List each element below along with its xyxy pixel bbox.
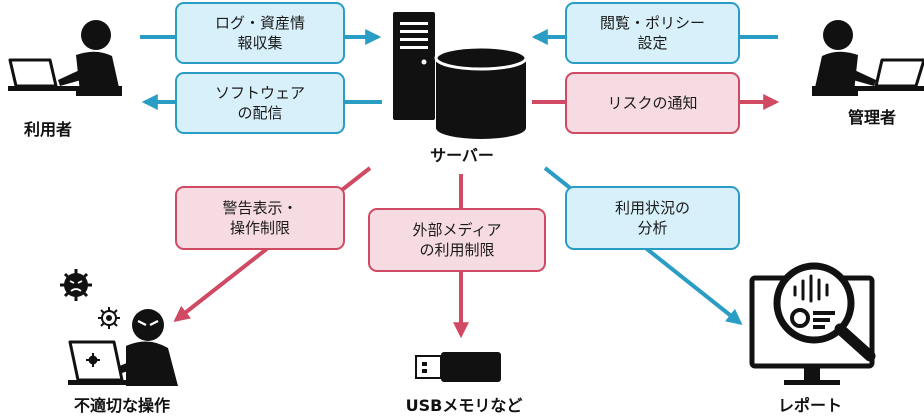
usb-stick-icon xyxy=(415,352,501,382)
bad-op-label: 不適切な操作 xyxy=(73,396,170,415)
analyze-box: 利用状況の 分析 xyxy=(565,186,740,250)
report-magnifier-icon xyxy=(749,262,876,385)
deliver-box: ソフトウェア の配信 xyxy=(175,72,345,134)
media-box: 外部メディア の利用制限 xyxy=(368,208,546,272)
hacker-icon xyxy=(68,309,178,386)
view-policy-box: 閲覧・ポリシー 設定 xyxy=(565,2,740,64)
report-label: レポート xyxy=(777,396,842,415)
warn-box: 警告表示・ 操作制限 xyxy=(175,186,345,250)
bug-icon xyxy=(98,307,120,329)
virus-icon xyxy=(60,269,92,301)
usb-label: USBメモリなど xyxy=(405,396,523,415)
user-at-laptop-icon xyxy=(8,20,122,96)
collect-box: ログ・資産情 報収集 xyxy=(175,2,345,64)
server-label: サーバー xyxy=(430,146,494,165)
risk-box: リスクの通知 xyxy=(565,72,740,134)
admin-label: 管理者 xyxy=(847,108,896,127)
database-icon xyxy=(434,45,528,139)
admin-at-laptop-icon xyxy=(812,20,924,96)
server-icon xyxy=(393,12,435,120)
user-label: 利用者 xyxy=(23,120,72,139)
